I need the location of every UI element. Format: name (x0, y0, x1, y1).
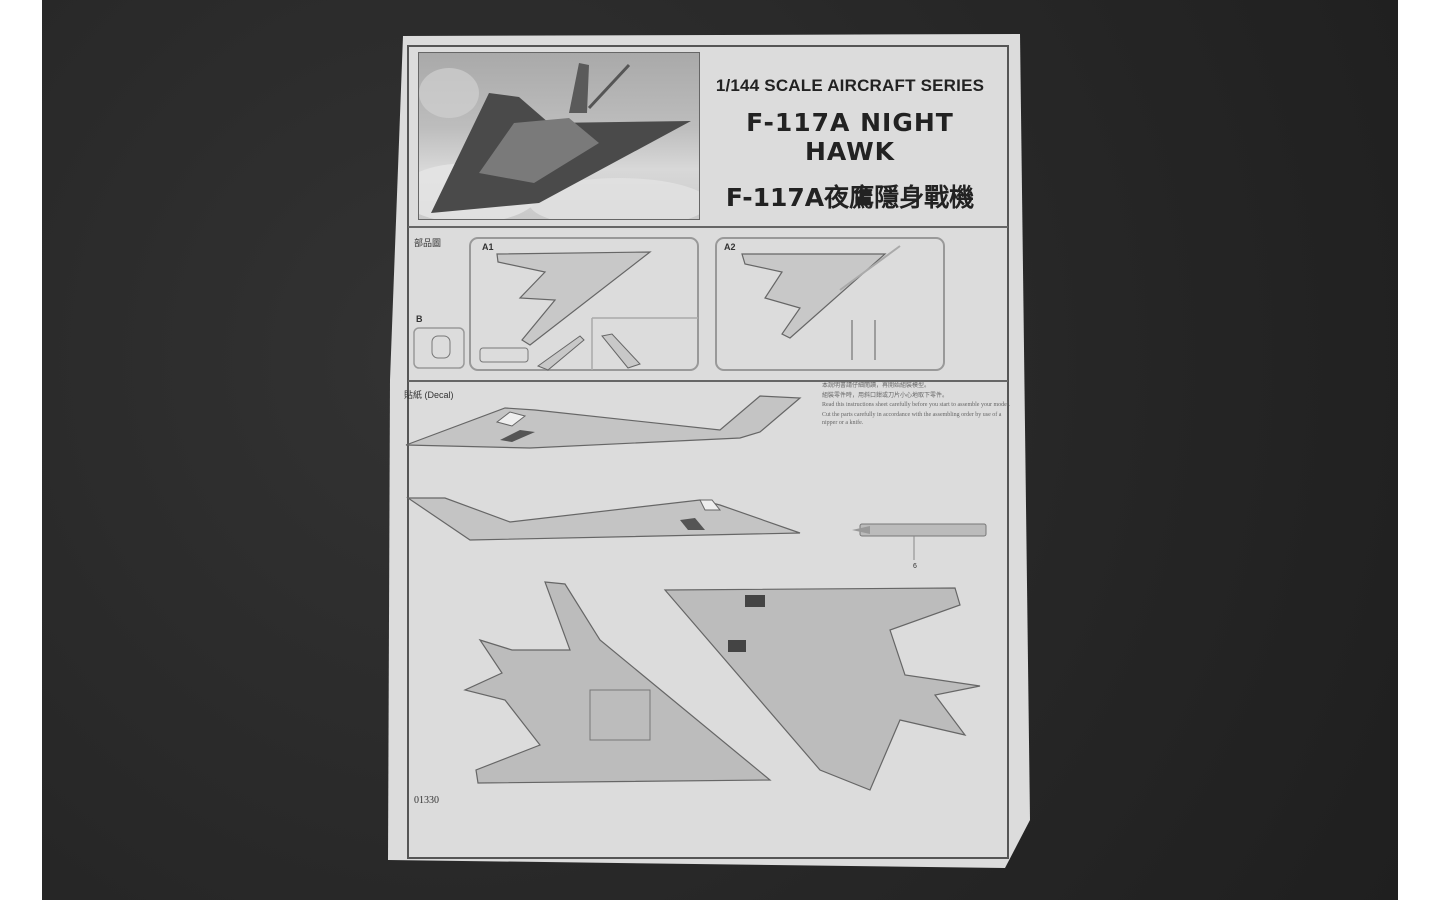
model-name: F-117A NIGHT HAWK (746, 108, 954, 166)
parts-heading: 部品圖 (414, 238, 442, 248)
sprue-a1-label: A1 (482, 242, 494, 252)
hero-photo-f117 (418, 52, 700, 220)
stealth-aircraft-photo (419, 63, 699, 219)
sprue-a2-label: A2 (724, 242, 736, 252)
note-cn-1: 本說明書請仔細閱讀，再開始組裝模型。 (822, 383, 931, 389)
model-name-chinese: F-117A夜鷹隱身戰機 (725, 183, 975, 212)
note-en-2: Cut the parts carefully in accordance wi… (822, 411, 1002, 427)
title-block: 1/144 SCALE AIRCRAFT SERIES F-117A NIGHT… (700, 70, 1000, 214)
note-en-1: Read this instructions sheet carefully b… (822, 402, 1010, 408)
kit-code: 01330 (414, 795, 439, 806)
assembly-notes: 本說明書請仔細閱讀，再開始組裝模型。 組裝零件時，用斜口鉗或刀片小心地取下零件。… (822, 382, 1012, 429)
decal-heading: 貼紙 (Decal) (404, 390, 454, 400)
sprue-b-label: B (416, 314, 423, 324)
series-label: 1/144 SCALE AIRCRAFT SERIES (715, 76, 985, 95)
note-cn-2: 組裝零件時，用斜口鉗或刀片小心地取下零件。 (822, 392, 949, 399)
missile-callout: 6 (913, 563, 917, 570)
